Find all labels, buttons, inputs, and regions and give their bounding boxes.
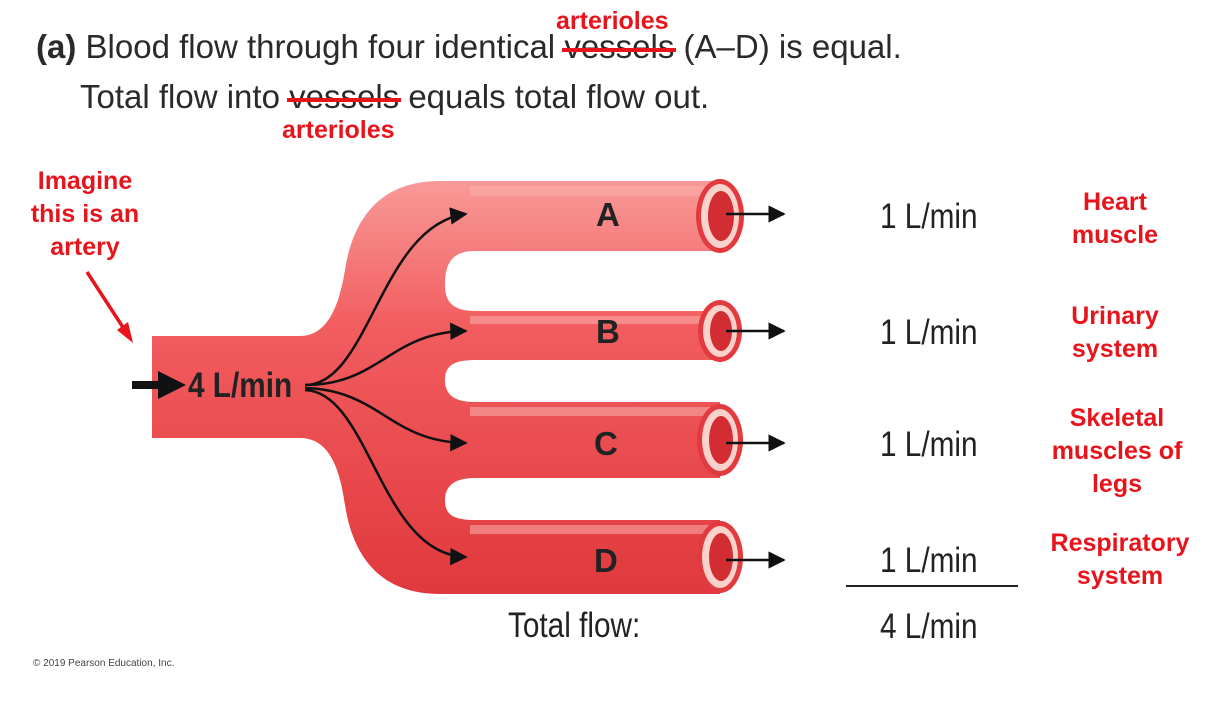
organ-label-c: Skeletal muscles of legs [1051,404,1183,498]
organ-label-a: Heart muscle [1071,188,1159,249]
red-pointer-arrow [85,271,133,343]
title-text-1a: Blood flow through four identical [85,28,556,65]
vessel-label-c: C [594,425,618,462]
flow-value-a: 1 L/min [880,197,978,236]
struck-word-2: vessels [287,78,402,115]
input-arrow [132,371,186,399]
total-flow-label: Total flow: [508,606,641,645]
opening-a [696,179,744,253]
title-text-2a: Total flow into [80,78,280,115]
artery-note: Imagine this is an artery [30,167,140,261]
outflow-arrows [726,205,786,569]
flow-value-d: 1 L/min [880,541,978,580]
correction-top: arterioles [556,7,669,35]
correction-bottom: arterioles [282,116,395,144]
vessel-label-d: D [594,542,618,579]
opening-b [698,300,742,362]
input-flow-label: 4 L/min [188,366,293,405]
title-line-2: Total flow into vessels equals total flo… [80,78,709,116]
opening-d [697,521,743,593]
organ-label-b: Urinary system [1071,302,1159,363]
total-flow-value: 4 L/min [880,607,978,646]
flow-value-b: 1 L/min [880,313,978,352]
title-text-2b: equals total flow out. [408,78,710,115]
title-line-1: (a) Blood flow through four identical ve… [36,28,902,66]
vessel-label-b: B [596,313,620,350]
vessel-label-a: A [596,196,620,233]
flow-arrows [304,207,468,566]
struck-word-1: vessels [562,28,677,65]
opening-c [697,404,743,476]
title-text-1b: (A–D) is equal. [683,28,902,65]
vessel-body [152,181,720,594]
organ-label-d: Respiratory system [1050,529,1190,590]
panel-label: (a) [36,28,77,65]
flow-value-c: 1 L/min [880,425,978,464]
copyright: © 2019 Pearson Education, Inc. [33,658,175,669]
